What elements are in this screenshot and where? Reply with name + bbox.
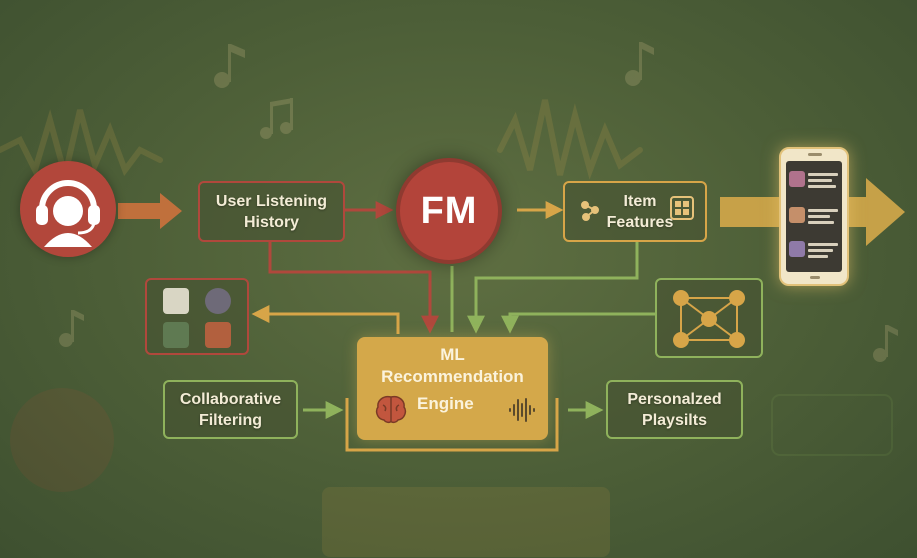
engine-label-line1: ML xyxy=(440,345,465,364)
user-node xyxy=(20,161,116,257)
smartphone-icon xyxy=(779,147,849,286)
molecule-icon xyxy=(581,201,599,221)
phone-list-item xyxy=(789,205,839,233)
connector-engine-albums xyxy=(251,305,400,334)
album-tile xyxy=(205,322,231,348)
engine-label-line2: Recommendation xyxy=(381,367,524,386)
phone-screen xyxy=(786,161,842,272)
user-listening-history-label: User Listening History xyxy=(215,192,328,231)
network-icon xyxy=(655,278,763,358)
personalized-playlists-label: Personalzed Playsilts xyxy=(627,390,722,429)
soundwave-icon xyxy=(509,398,535,422)
album-tile xyxy=(205,288,231,314)
engine-bracket xyxy=(345,398,559,452)
album-grid-icon xyxy=(145,278,249,355)
album-tile xyxy=(163,288,189,314)
music-note-icon xyxy=(625,42,654,86)
phone-list-item xyxy=(789,169,839,197)
music-note-icon xyxy=(59,310,84,347)
connector-network-engine xyxy=(501,312,655,334)
fm-node: FM xyxy=(396,158,502,264)
brain-icon xyxy=(375,395,407,424)
user-listening-history-node: User Listening History xyxy=(198,181,345,242)
item-features-label: Item Features xyxy=(606,192,674,231)
music-note-icon xyxy=(214,44,245,88)
connector-history-engine xyxy=(268,242,439,334)
headset-user-icon xyxy=(36,180,100,247)
album-tile xyxy=(163,322,189,348)
music-note-icon xyxy=(260,98,293,139)
engine-label-line3: Engine xyxy=(417,394,474,413)
ml-recommendation-engine-node: ML Recommendation Engine xyxy=(357,337,548,440)
network-graph xyxy=(673,290,745,348)
collaborative-filtering-node: Collaborative Filtering xyxy=(163,380,298,439)
collaborative-filtering-label: Collaborative Filtering xyxy=(179,390,282,429)
phone-list-item xyxy=(789,239,839,267)
music-note-icon xyxy=(873,325,898,362)
personalized-playlists-node: Personalzed Playsilts xyxy=(606,380,743,439)
connector-features-engine xyxy=(467,242,639,334)
item-features-node: Item Features xyxy=(563,181,707,242)
arrow-user-to-history xyxy=(118,193,182,229)
grid-icon xyxy=(670,196,694,220)
fm-label: FM xyxy=(420,189,478,232)
